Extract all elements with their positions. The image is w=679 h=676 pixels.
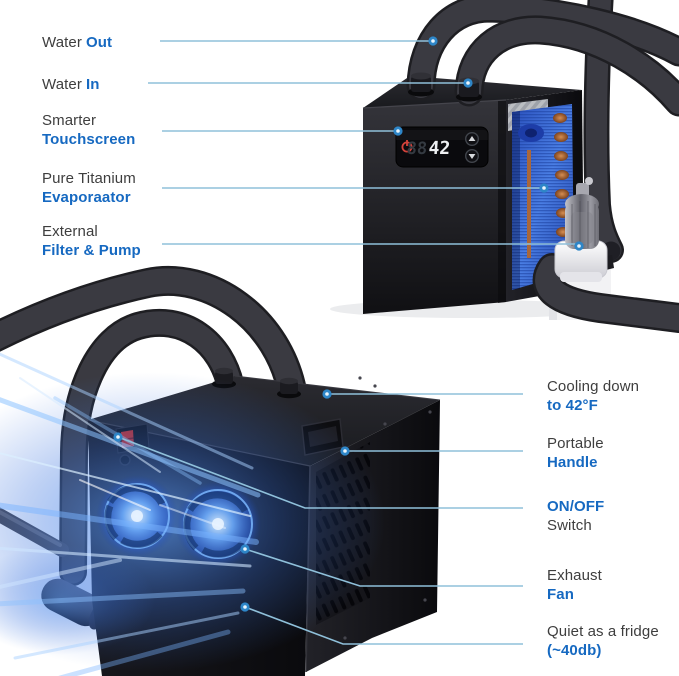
water-in-hose <box>457 17 679 114</box>
callout-dot-on-off <box>113 432 123 442</box>
callout-label-on-off: ON/OFF Switch <box>547 497 604 535</box>
label-text: Water <box>42 34 82 51</box>
label-accent: Fan <box>547 586 574 603</box>
fan-light-beams <box>0 352 261 676</box>
callout-dot-evaporator <box>539 183 549 193</box>
label-accent: (~40db) <box>547 642 602 659</box>
callout-label-cooling: Cooling down to 42°F <box>547 377 639 415</box>
label-accent: In <box>85 76 100 93</box>
top-chiller-photo: 88 42 <box>330 0 679 333</box>
label-accent: Out <box>85 34 113 51</box>
label-text: Water <box>42 76 82 93</box>
arrow-down-icon <box>465 148 480 163</box>
callout-line-on-off <box>117 436 523 509</box>
copper-pipe <box>527 150 531 258</box>
external-filter-pump <box>554 177 621 282</box>
hose-port-right <box>277 377 301 399</box>
callout-dots <box>113 36 584 612</box>
bottom-chiller-photo <box>0 265 441 676</box>
label-text: Quiet as a fridge <box>547 623 659 640</box>
display-temperature: 42 <box>428 138 451 159</box>
label-text: Pure Titanium <box>42 170 136 187</box>
callout-dot-handle <box>340 446 350 456</box>
callout-dot-water-out <box>428 36 438 46</box>
power-icon <box>401 140 413 153</box>
outlet-hose <box>535 255 679 331</box>
callout-label-quiet: Quiet as a fridge (~40db) <box>547 622 659 660</box>
callout-dot-quiet <box>240 602 250 612</box>
label-text: Smarter <box>42 112 97 129</box>
label-text: Exhaust <box>547 567 602 584</box>
label-text: Portable <box>547 435 604 452</box>
label-accent: Touchscreen <box>42 131 136 148</box>
arrow-up-icon <box>465 131 480 146</box>
callout-dot-exhaust-fan <box>240 544 250 554</box>
label-accent: Filter & Pump <box>42 242 141 259</box>
label-text: External <box>42 223 98 240</box>
label-accent: to 42°F <box>547 397 598 414</box>
callout-line-quiet <box>244 606 523 645</box>
callout-dot-cooling <box>322 389 332 399</box>
label-accent: ON/OFF <box>547 498 605 515</box>
label-accent: Evaporaator <box>42 189 131 206</box>
touchscreen-display: 88 42 <box>395 126 489 168</box>
callout-dot-water-in <box>463 78 473 88</box>
label-text: Switch <box>547 517 592 534</box>
left-out-hose <box>0 268 306 409</box>
display-dim-digits: 88 <box>406 139 428 159</box>
label-accent: Handle <box>547 454 598 471</box>
callout-dot-touchscreen <box>393 126 403 136</box>
label-text: Cooling down <box>547 378 640 395</box>
callout-dot-filter-pump <box>574 241 584 251</box>
water-out-port <box>408 72 434 97</box>
callout-lines <box>117 40 576 645</box>
callout-line-exhaust-fan <box>244 548 523 587</box>
